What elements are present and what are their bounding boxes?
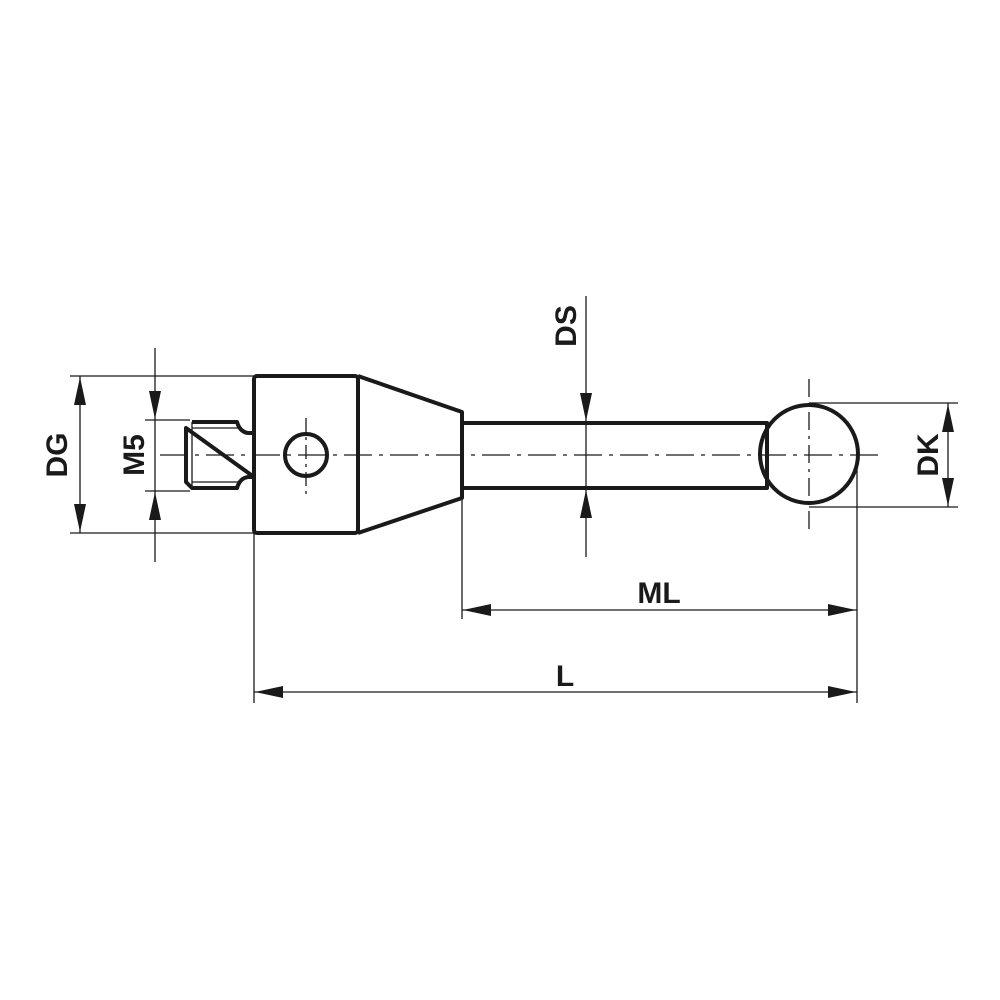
dimension-dg: DG (41, 375, 254, 534)
arrow-down-icon (580, 393, 592, 421)
dimension-m5: M5 (118, 348, 190, 562)
arrow-left-icon (463, 604, 491, 616)
arrow-up-icon (942, 404, 954, 432)
arrow-up-icon (580, 490, 592, 518)
dg-label: DG (41, 433, 74, 478)
l-label: L (556, 660, 574, 693)
arrow-down-icon (149, 391, 161, 419)
dimension-ds: DS (550, 296, 592, 557)
arrow-left-icon (255, 686, 283, 698)
arrow-right-icon (828, 686, 856, 698)
dimension-l: L (254, 660, 857, 698)
arrow-down-icon (942, 478, 954, 506)
stylus-part (184, 374, 860, 535)
dk-label: DK (912, 433, 945, 477)
ml-label: ML (637, 577, 680, 610)
arrow-down-icon (74, 504, 86, 532)
thread-outline (184, 420, 256, 490)
dimension-ml: ML (462, 577, 857, 616)
m5-label: M5 (118, 434, 151, 476)
arrow-up-icon (74, 377, 86, 405)
dimension-dk: DK (809, 402, 958, 508)
arrow-right-icon (828, 604, 856, 616)
ds-label: DS (550, 305, 583, 347)
arrow-up-icon (149, 492, 161, 520)
